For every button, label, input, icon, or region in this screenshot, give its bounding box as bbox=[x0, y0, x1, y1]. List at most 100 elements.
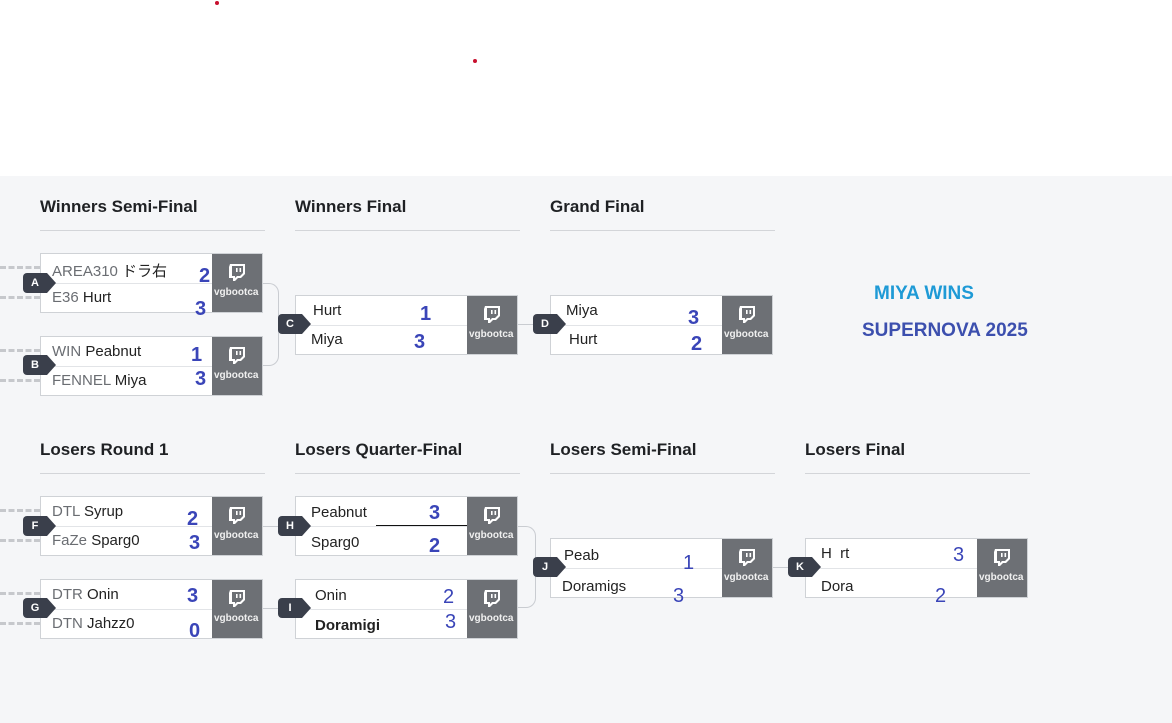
match-card-f[interactable]: DTL Syrup 2 FaZe Sparg0 3 vgbootca bbox=[40, 496, 263, 556]
round-title-grand-final: Grand Final bbox=[550, 197, 775, 231]
player-name: FaZe Sparg0 bbox=[52, 532, 140, 549]
match-badge-g: G bbox=[23, 598, 56, 618]
player-name: Doramigs bbox=[562, 578, 627, 595]
player-row: Doramigs 3 bbox=[551, 568, 722, 607]
player-name: Peab bbox=[564, 547, 600, 564]
player-row: FaZe Sparg0 3 bbox=[41, 526, 212, 555]
stream-button[interactable]: vgbootca bbox=[212, 254, 262, 312]
player-name: Peabnut bbox=[311, 504, 367, 521]
round-title-winners-semi: Winners Semi-Final bbox=[40, 197, 265, 231]
stream-button[interactable]: vgbootca bbox=[722, 296, 772, 354]
player-row: Miya 3 bbox=[551, 296, 722, 329]
player-name: DTN Jahzz0 bbox=[52, 615, 135, 632]
stream-button[interactable]: vgbootca bbox=[722, 539, 772, 597]
score: 3 bbox=[187, 585, 199, 607]
stream-button[interactable]: vgbootca bbox=[212, 580, 262, 638]
bracket-dashed-line bbox=[0, 379, 40, 382]
stream-button[interactable]: vgbootca bbox=[467, 296, 517, 354]
stream-label: vgbootca bbox=[469, 530, 514, 541]
stream-label: vgbootca bbox=[979, 572, 1024, 583]
twitch-icon bbox=[739, 306, 755, 323]
player-name: Hurt bbox=[569, 331, 598, 348]
player-row: H rt 3 bbox=[806, 539, 977, 569]
score: 3 bbox=[688, 307, 700, 329]
player-name: Miya bbox=[311, 331, 343, 348]
score: 1 bbox=[683, 552, 695, 574]
round-title-losers-r1: Losers Round 1 bbox=[40, 440, 265, 474]
bracket-dashed-line bbox=[0, 622, 40, 625]
player-name: DTL Syrup bbox=[52, 503, 124, 520]
red-dot-mark bbox=[215, 1, 219, 5]
match-badge-a: A bbox=[23, 273, 56, 293]
player-name: Onin bbox=[315, 587, 347, 604]
score: 3 bbox=[953, 544, 965, 566]
player-row: Miya 3 bbox=[296, 325, 467, 354]
twitch-icon bbox=[229, 590, 245, 607]
stream-label: vgbootca bbox=[214, 370, 259, 381]
score: 2 bbox=[935, 585, 947, 607]
stream-button[interactable]: vgbootca bbox=[467, 580, 517, 638]
player-row: Dora 2 bbox=[806, 568, 977, 607]
match-card-k[interactable]: H rt 3 Dora 2 vgbootca bbox=[805, 538, 1028, 607]
match-badge-d: D bbox=[533, 314, 566, 334]
winner-announcement-line2: SUPERNOVA 2025 bbox=[862, 320, 1028, 341]
player-row: FENNEL Miya 3 bbox=[41, 366, 212, 395]
player-name: Sparg0 bbox=[311, 534, 360, 551]
twitch-icon bbox=[229, 347, 245, 364]
score: 0 bbox=[189, 620, 201, 642]
player-row: Doramigi 3 bbox=[296, 609, 467, 638]
player-row: Hurt 1 bbox=[296, 296, 467, 326]
player-name: Hurt bbox=[313, 302, 342, 319]
player-name: Miya bbox=[566, 302, 598, 319]
winner-announcement-line1: MIYA WINS bbox=[874, 283, 974, 304]
match-badge-c: C bbox=[278, 314, 311, 334]
stream-button[interactable]: vgbootca bbox=[212, 497, 262, 555]
strike-line bbox=[376, 525, 468, 526]
score: 3 bbox=[195, 368, 207, 390]
score: 3 bbox=[445, 611, 457, 633]
score: 3 bbox=[195, 298, 207, 320]
bracket-dashed-line bbox=[0, 539, 40, 542]
player-row: Peab 1 bbox=[551, 539, 722, 574]
match-badge-b: B bbox=[23, 355, 56, 375]
match-card-i[interactable]: Onin 2 Doramigi 3 vgbootca bbox=[295, 579, 518, 639]
stream-button[interactable]: vgbootca bbox=[467, 497, 517, 555]
match-card-j[interactable]: Peab 1 Doramigs 3 vgbootca bbox=[550, 538, 773, 607]
score: 2 bbox=[691, 333, 703, 355]
bracket-dashed-line bbox=[0, 266, 40, 269]
match-card-b[interactable]: WIN Peabnut 1 FENNEL Miya 3 vgbootca bbox=[40, 336, 263, 396]
round-title-winners-final: Winners Final bbox=[295, 197, 520, 231]
player-name: E36 Hurt bbox=[52, 289, 112, 306]
match-card-c[interactable]: Hurt 1 Miya 3 vgbootca bbox=[295, 295, 518, 355]
player-name: FENNEL Miya bbox=[52, 372, 147, 389]
player-row: DTN Jahzz0 0 bbox=[41, 609, 212, 642]
player-row: Peabnut 3 bbox=[296, 497, 467, 527]
player-row: DTL Syrup 2 bbox=[41, 497, 212, 530]
score: 3 bbox=[429, 502, 441, 524]
player-row: E36 Hurt 3 bbox=[41, 283, 212, 320]
bracket-dashed-line bbox=[0, 592, 40, 595]
round-title-losers-final: Losers Final bbox=[805, 440, 1030, 474]
twitch-icon bbox=[739, 549, 755, 566]
match-badge-k: K bbox=[788, 557, 821, 577]
score: 1 bbox=[191, 344, 203, 366]
player-row: Hurt 2 bbox=[551, 325, 722, 355]
stream-label: vgbootca bbox=[214, 613, 259, 624]
player-name: AREA310 ドラ右 bbox=[52, 263, 168, 280]
player-name: WIN Peabnut bbox=[52, 343, 142, 360]
bracket-dashed-line bbox=[0, 509, 40, 512]
score: 3 bbox=[189, 532, 201, 554]
stream-button[interactable]: vgbootca bbox=[977, 539, 1027, 597]
score: 2 bbox=[187, 508, 199, 530]
match-card-g[interactable]: DTR Onin 3 DTN Jahzz0 0 vgbootca bbox=[40, 579, 263, 642]
match-card-a[interactable]: AREA310 ドラ右 2 E36 Hurt 3 vgbootca bbox=[40, 253, 263, 320]
stream-label: vgbootca bbox=[214, 287, 259, 298]
stream-button[interactable]: vgbootca bbox=[212, 337, 262, 395]
player-row: Onin 2 bbox=[296, 580, 467, 610]
player-row: DTR Onin 3 bbox=[41, 580, 212, 610]
stream-label: vgbootca bbox=[469, 329, 514, 340]
score: 2 bbox=[199, 265, 211, 287]
match-card-d[interactable]: Miya 3 Hurt 2 vgbootca bbox=[550, 295, 773, 355]
player-name: Dora bbox=[821, 578, 854, 595]
match-card-h[interactable]: Peabnut 3 Sparg0 2 vgbootca bbox=[295, 496, 518, 557]
